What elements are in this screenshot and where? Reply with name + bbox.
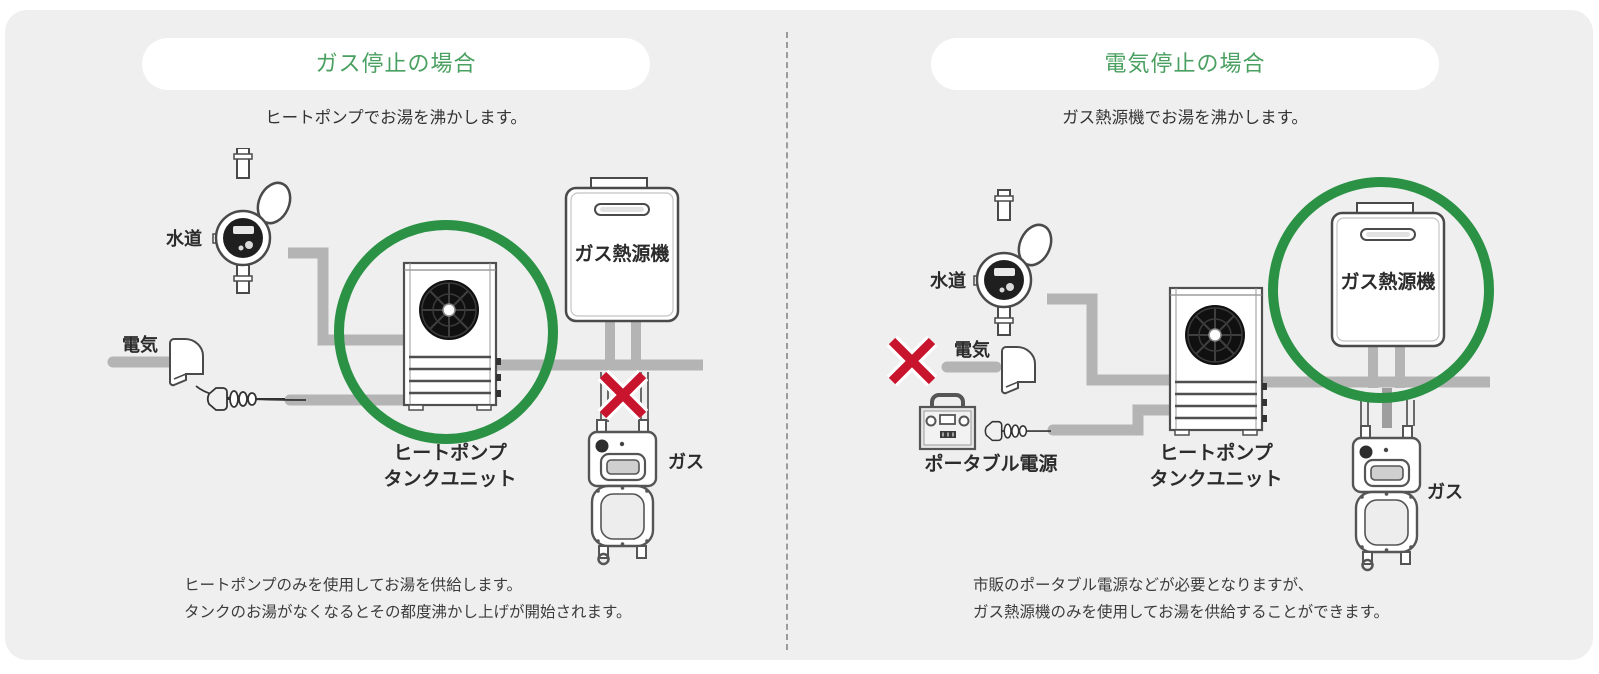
panel-title-pill: ガス停止の場合 <box>142 38 650 90</box>
pipe-gas-thin <box>600 372 649 422</box>
pipe-water <box>1047 293 1172 386</box>
gas-label: ガス <box>1427 482 1463 502</box>
water-label: 水道 <box>930 270 966 291</box>
pipe-water <box>288 247 406 346</box>
footer-line2: タンクのお湯がなくなるとその都度沸かし上げが開始されます。 <box>184 604 632 621</box>
heat-pump-label-line2: タンクユニット <box>383 468 516 490</box>
panel-subtitle: ガス熱源機でお湯を沸かします。 <box>1062 109 1308 127</box>
footer-line1: 市販のポータブル電源などが必要となりますが、 <box>973 577 1314 594</box>
electric-label: 電気 <box>954 339 990 360</box>
panel-title: 電気停止の場合 <box>1104 51 1266 76</box>
gas-heater-label: ガス熱源機 <box>574 242 669 265</box>
electric-label: 電気 <box>122 334 158 355</box>
panel-title-pill: 電気停止の場合 <box>931 38 1439 90</box>
panel-footer: 市販のポータブル電源などが必要となりますが、 ガス熱源機のみを使用してお湯を供給… <box>973 572 1389 626</box>
x-mark-electric-icon <box>892 341 932 381</box>
water-label: 水道 <box>166 228 202 249</box>
panel-gas-stopped: ガス停止の場合 ヒートポンプでお湯を沸かします。 水道 電気 <box>6 0 786 674</box>
heat-pump-unit-icon <box>1168 286 1269 437</box>
electric-outlet-icon <box>168 338 204 387</box>
footer-line1: ヒートポンプのみを使用してお湯を供給します。 <box>184 577 523 594</box>
pipe-gas-heater-down <box>1368 344 1405 388</box>
panel-electric-stopped: 電気停止の場合 ガス熱源機でお湯を沸かします。 水道 電気 <box>795 0 1575 674</box>
panel-footer: ヒートポンプのみを使用してお湯を供給します。 タンクのお湯がなくなるとその都度沸… <box>184 572 632 626</box>
heat-pump-label-line1: ヒートポンプ <box>1159 441 1273 464</box>
dashed-divider <box>786 32 788 650</box>
heat-pump-label-line1: ヒートポンプ <box>393 441 507 464</box>
gas-heater-label: ガス熱源機 <box>1340 270 1435 293</box>
panel-title: ガス停止の場合 <box>315 51 477 76</box>
heat-pump-unit-icon <box>402 261 503 412</box>
diagram-electric-stopped: 水道 電気 ガス ガス熱源機 ヒートポンプ タンクユニット ポータブル電源 <box>795 177 1494 572</box>
water-meter-icon <box>211 148 298 295</box>
pipe-gas-thin <box>1360 400 1415 426</box>
power-plug-icon <box>984 420 1052 442</box>
portable-power-icon <box>918 393 977 451</box>
footer-line2: ガス熱源機のみを使用してお湯を供給することができます。 <box>973 604 1390 621</box>
gray-board <box>5 10 1593 660</box>
portable-power-label: ポータブル電源 <box>924 452 1057 475</box>
panel-subtitle: ヒートポンプでお湯を沸かします。 <box>265 109 527 127</box>
gas-meter-icon <box>587 418 658 566</box>
electric-outlet-icon <box>1000 346 1036 395</box>
pipe-portable-to-unit <box>1047 404 1178 436</box>
diagram-gas-stopped: 水道 電気 ガス ガス熱源機 ヒートポンプ タンクユニット <box>107 148 704 566</box>
power-plug-icon <box>206 387 286 411</box>
pipe-gas-heater-down <box>605 319 641 370</box>
water-meter-icon <box>972 188 1059 337</box>
gas-meter-icon <box>1351 424 1422 572</box>
highlight-circle <box>334 220 558 444</box>
highlight-circle <box>1268 177 1494 403</box>
gas-label: ガス <box>668 452 704 472</box>
heat-pump-label-line2: タンクユニット <box>1149 468 1282 490</box>
